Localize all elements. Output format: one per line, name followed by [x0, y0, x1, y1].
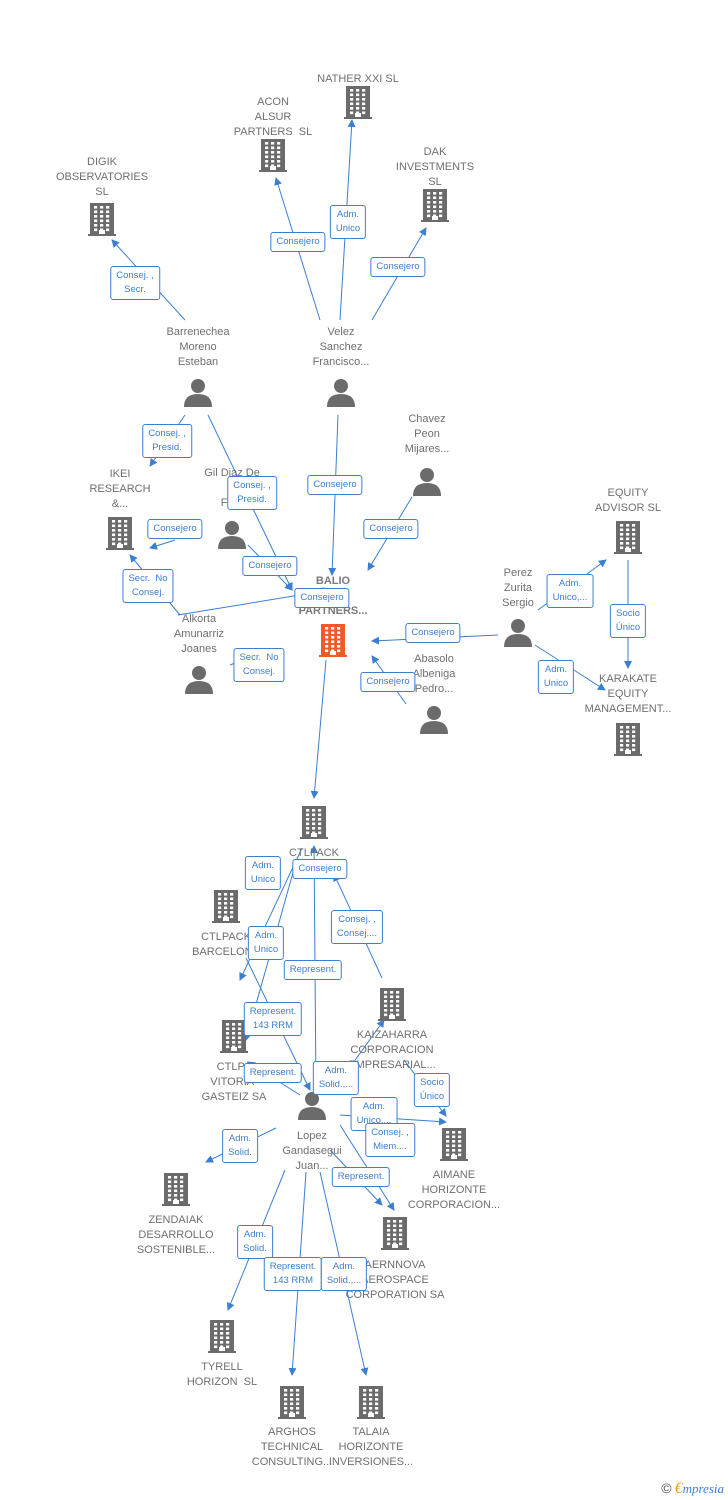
node-label-perez[interactable]: Perez Zurita Sergio [502, 567, 534, 609]
relation-label[interactable]: Consej. , Presid. [142, 424, 192, 458]
person-icon[interactable] [413, 468, 441, 496]
company-icon[interactable] [357, 1386, 385, 1419]
person-icon[interactable] [298, 1092, 326, 1120]
node-label-nather[interactable]: NATHER XXI SL [317, 73, 399, 85]
person-icon[interactable] [504, 619, 532, 647]
node-label-ctlbcn[interactable]: CTLPACK BARCELONA [192, 931, 260, 958]
relation-label[interactable]: Adm. Unico [537, 660, 575, 694]
company-icon[interactable] [212, 890, 240, 923]
company-icon[interactable] [300, 806, 328, 839]
relation-label[interactable]: Socio Único [609, 604, 647, 638]
relation-label[interactable]: Consejero [307, 475, 363, 495]
relation-label[interactable]: Consejero [405, 623, 461, 643]
relation-label[interactable]: Adm. Unico,... [350, 1097, 398, 1131]
relation-label[interactable]: Consej. , Presid. [227, 476, 277, 510]
person-icon[interactable] [218, 521, 246, 549]
relation-label[interactable]: Adm. Solid.,... [312, 1061, 360, 1095]
focus-company-icon[interactable] [319, 624, 347, 657]
relation-label[interactable]: Represent. [331, 1167, 391, 1187]
relation-label[interactable]: Consejero [270, 232, 326, 252]
relation-label[interactable]: Socio Único [413, 1073, 451, 1107]
relation-label[interactable]: Represent. [243, 1063, 303, 1083]
node-label-alkorta[interactable]: Alkorta Amunarriz Joanes [173, 613, 225, 655]
relation-label[interactable]: Consejero [363, 519, 419, 539]
node-label-kaizaharra[interactable]: KAIZAHARRA CORPORACION EMPRESARIAL... [348, 1029, 436, 1071]
company-icon[interactable] [440, 1128, 468, 1161]
relation-label[interactable]: Represent. 143 RRM [243, 1002, 303, 1036]
node-label-aernnova[interactable]: AERNNOVA AEROSPACE CORPORATION SA [345, 1259, 445, 1301]
relation-label[interactable]: Adm. Solid. [222, 1129, 258, 1163]
person-icon[interactable] [184, 379, 212, 407]
node-label-ctlvit[interactable]: CTLPA VITORIA- GASTEIZ SA [201, 1061, 267, 1103]
relation-label[interactable]: Consejero [147, 519, 203, 539]
company-icon[interactable] [278, 1386, 306, 1419]
company-icon[interactable] [106, 517, 134, 550]
node-label-ctlpack[interactable]: CTLPACK [289, 847, 339, 859]
relation-label[interactable]: Adm. Solid.,... [320, 1257, 368, 1291]
relation-label[interactable]: Secr. No Consej. [233, 648, 285, 682]
company-icon[interactable] [344, 86, 372, 119]
company-icon[interactable] [88, 203, 116, 236]
relation-label[interactable]: Consejero [360, 672, 416, 692]
person-icon[interactable] [185, 666, 213, 694]
relation-label[interactable]: Adm. Unico [244, 856, 282, 890]
company-icon[interactable] [259, 139, 287, 172]
relation-label[interactable]: Adm. Unico [247, 926, 285, 960]
node-label-tyrell[interactable]: TYRELL HORIZON SL [186, 1361, 258, 1388]
relation-label[interactable]: Consejero [292, 859, 348, 879]
node-label-digik[interactable]: DIGIK OBSERVATORIES SL [55, 156, 149, 198]
relation-label[interactable]: Adm. Solid. [237, 1225, 273, 1259]
company-icon[interactable] [381, 1217, 409, 1250]
company-icon[interactable] [614, 521, 642, 554]
relation-line-velez-balio [328, 414, 339, 576]
node-label-arghos[interactable]: ARGHOS TECHNICAL CONSULTING... [251, 1426, 333, 1468]
person-icon[interactable] [420, 706, 448, 734]
node-label-equity[interactable]: EQUITY ADVISOR SL [594, 487, 662, 514]
company-icon[interactable] [378, 988, 406, 1021]
node-label-velez[interactable]: Velez Sanchez Francisco... [312, 326, 370, 368]
relation-label[interactable]: Consejero [242, 556, 298, 576]
node-label-aimane[interactable]: AIMANE HORIZONTE CORPORACION... [407, 1169, 501, 1211]
relation-line-alkorta-ikei [149, 539, 176, 550]
relation-label[interactable]: Consej. , Secr. [110, 266, 160, 300]
company-icon[interactable] [162, 1173, 190, 1206]
node-label-ikei[interactable]: IKEI RESEARCH &... [89, 468, 151, 510]
node-label-chavez[interactable]: Chavez Peon Mijares... [404, 413, 450, 455]
node-label-barrenechea[interactable]: Barrenechea Moreno Esteban [166, 326, 230, 368]
node-label-acon[interactable]: ACON ALSUR PARTNERS SL [233, 96, 313, 138]
node-label-lopez[interactable]: Lopez Gandasegui Juan... [282, 1130, 342, 1172]
company-icon[interactable] [421, 189, 449, 222]
node-label-abasolo[interactable]: Abasolo Albeniga Pedro... [412, 653, 456, 695]
node-label-zendaiak[interactable]: ZENDAIAK DESARROLLO SOSTENIBLE... [136, 1214, 216, 1256]
node-label-talaia[interactable]: TALAIA HORIZONTE INVERSIONES... [328, 1426, 414, 1468]
relation-label[interactable]: Adm. Unico,... [546, 574, 594, 608]
relation-label[interactable]: Consejero [370, 257, 426, 277]
relation-label[interactable]: Consej. , Miem.... [365, 1123, 415, 1157]
relation-label[interactable]: Consejero [294, 588, 350, 608]
node-label-karakate[interactable]: KARAKATE EQUITY MANAGEMENT... [584, 673, 672, 715]
relation-line-balio-ctlpack [310, 659, 327, 799]
company-icon[interactable] [614, 723, 642, 756]
node-label-dak[interactable]: DAK INVESTMENTS SL [395, 146, 475, 188]
company-icon[interactable] [208, 1320, 236, 1353]
company-icon[interactable] [220, 1020, 248, 1053]
empresia-logo: ©€mpresia [661, 1480, 724, 1497]
relation-label[interactable]: Represent. 143 RRM [263, 1257, 323, 1291]
person-icon[interactable] [327, 379, 355, 407]
relation-label[interactable]: Secr. No Consej. [122, 569, 174, 603]
relation-label[interactable]: Consej. , Consej.... [330, 910, 384, 944]
relation-label[interactable]: Adm. Unico [329, 205, 367, 239]
relation-label[interactable]: Represent. [283, 960, 343, 980]
